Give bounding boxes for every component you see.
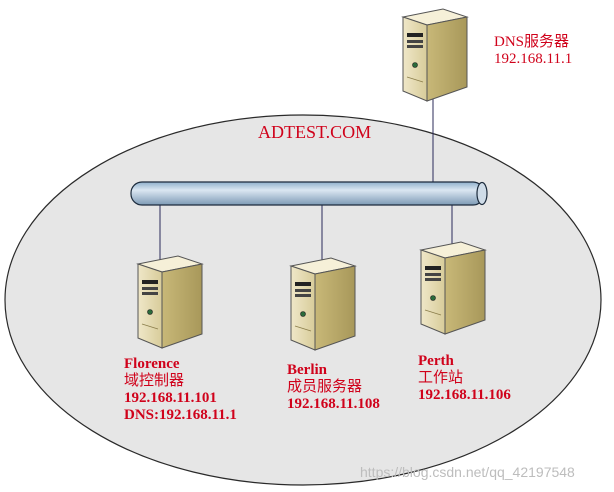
perth-ip: 192.168.11.106 <box>418 387 511 403</box>
dns-server-label: DNS服务器 192.168.11.1 <box>494 34 572 68</box>
berlin-name: Berlin <box>287 362 327 378</box>
domain-label: ADTEST.COM <box>258 122 372 142</box>
florence-ip: 192.168.11.101 <box>124 390 217 406</box>
berlin-label: Berlin 成员服务器 192.168.11.108 <box>287 362 380 413</box>
perth-server-icon <box>420 241 486 335</box>
florence-role: 域控制器 <box>124 373 185 389</box>
florence-name: Florence <box>124 356 180 372</box>
florence-server-icon <box>137 255 203 349</box>
berlin-server-icon <box>290 257 356 351</box>
dns-server-name: DNS服务器 <box>494 34 570 50</box>
berlin-role: 成员服务器 <box>287 379 363 395</box>
berlin-ip: 192.168.11.108 <box>287 396 380 412</box>
network-bus <box>130 181 488 206</box>
watermark-text: https://blog.csdn.net/qq_42197548 <box>360 464 575 480</box>
dns-server-icon <box>402 8 468 102</box>
perth-name: Perth <box>418 353 454 369</box>
florence-label: Florence 域控制器 192.168.11.101 DNS:192.168… <box>124 356 237 424</box>
florence-dns: DNS:192.168.11.1 <box>124 407 237 423</box>
perth-label: Perth 工作站 192.168.11.106 <box>418 353 511 404</box>
perth-role: 工作站 <box>418 370 464 386</box>
dns-server-ip: 192.168.11.1 <box>494 51 573 67</box>
